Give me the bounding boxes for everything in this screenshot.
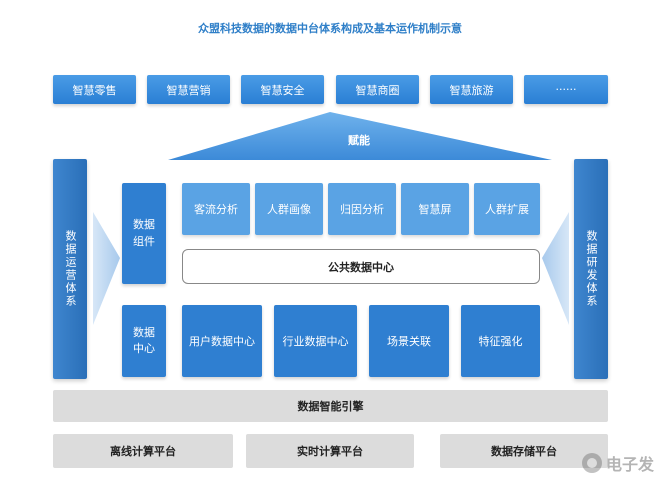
empower-label: 赋能 <box>348 134 370 147</box>
app-smart-retail: 智慧零售 <box>53 75 136 104</box>
roof-shape <box>168 112 552 160</box>
data-operation-label: 数据运营体系 <box>64 230 77 308</box>
app-smart-security: 智慧安全 <box>241 75 324 104</box>
left-arrow <box>93 212 120 325</box>
app-smart-business-district: 智慧商圈 <box>336 75 419 104</box>
data-center-block: 数据中心 <box>122 305 166 377</box>
public-data-center: 公共数据中心 <box>182 249 540 284</box>
data-center-label: 数据中心 <box>133 325 155 356</box>
watermark-logo-icon <box>581 453 602 473</box>
center-feature-enhancement: 特征强化 <box>461 305 540 377</box>
data-component-label: 数据组件 <box>133 218 155 248</box>
data-development-label: 数据研发体系 <box>585 230 598 308</box>
data-operation-system: 数据运营体系 <box>53 159 87 379</box>
data-component-block: 数据组件 <box>122 183 166 284</box>
platform-offline-computing: 离线计算平台 <box>53 434 233 468</box>
data-development-system: 数据研发体系 <box>574 159 608 379</box>
platform-data-storage: 数据存储平台 <box>440 434 608 468</box>
center-industry-data: 行业数据中心 <box>274 305 357 377</box>
component-traffic-analysis: 客流分析 <box>182 183 250 235</box>
center-scenario-association: 场景关联 <box>369 305 449 377</box>
app-more: ······ <box>524 75 608 104</box>
component-attribution-analysis: 归因分析 <box>328 183 396 235</box>
component-smart-screen: 智慧屏 <box>401 183 469 235</box>
watermark: 电子发 <box>581 451 654 475</box>
app-smart-tourism: 智慧旅游 <box>430 75 513 104</box>
center-user-data: 用户数据中心 <box>182 305 262 377</box>
diagram-title: 众盟科技数据的数据中台体系构成及基本运作机制示意 <box>198 22 462 35</box>
watermark-text: 电子发 <box>605 455 654 474</box>
right-arrow <box>542 212 569 325</box>
component-crowd-expansion: 人群扩展 <box>474 183 540 235</box>
component-crowd-portrait: 人群画像 <box>255 183 323 235</box>
app-smart-marketing: 智慧营销 <box>147 75 230 104</box>
data-intelligence-engine: 数据智能引擎 <box>53 390 608 422</box>
platform-realtime-computing: 实时计算平台 <box>246 434 414 468</box>
